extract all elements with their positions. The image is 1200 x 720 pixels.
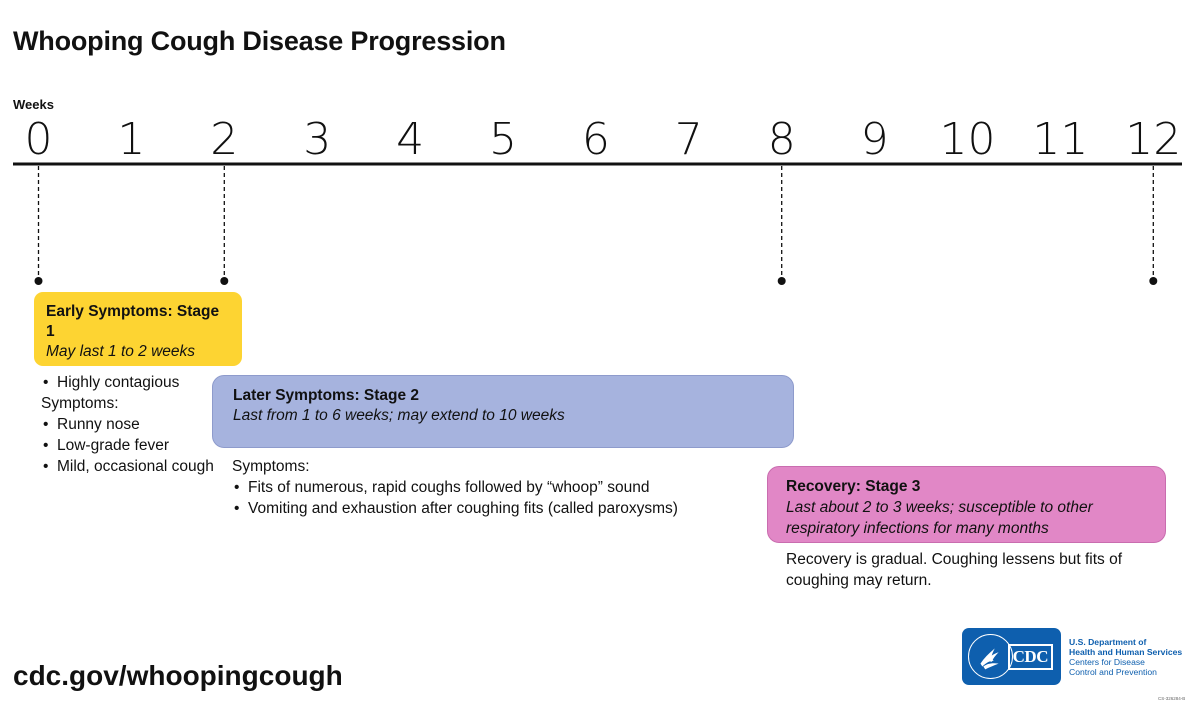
axis-label: Weeks <box>13 97 54 112</box>
list-item: Fits of numerous, rapid coughs followed … <box>232 477 752 498</box>
stage-3-duration-line-2: respiratory infections for many months <box>786 520 1049 537</box>
stage-1-duration: May last 1 to 2 weeks <box>46 343 196 360</box>
tick-label-1: 1 <box>117 114 145 165</box>
tick-label-12: 12 <box>1125 114 1181 165</box>
list-item: Low-grade fever <box>41 435 241 456</box>
list-item: Highly contagious <box>41 372 241 393</box>
tick-label-10: 10 <box>940 114 996 165</box>
tick-label-7: 7 <box>675 114 703 165</box>
cdc-wordmark: CDC <box>1007 643 1053 670</box>
stage-2-duration: Last from 1 to 6 weeks; may extend to 10… <box>233 407 565 424</box>
stage-3-duration-line-1: Last about 2 to 3 weeks; susceptible to … <box>786 499 1093 516</box>
stage-1-contagious-list: Highly contagious <box>41 372 241 393</box>
stage-1-symptom-list: Runny nose Low-grade fever Mild, occasio… <box>41 414 241 477</box>
marker-dot-week-0 <box>34 277 43 285</box>
agency-line-2: Health and Human Services <box>1069 647 1183 657</box>
tick-label-3: 3 <box>303 114 331 165</box>
cdc-logo: CDC <box>962 628 1061 685</box>
stage-1-title: Early Symptoms: Stage 1 <box>46 303 220 340</box>
marker-dot-week-2 <box>220 277 229 285</box>
document-id: CS-326284-B <box>1158 696 1186 701</box>
stage-3-note-line-1: Recovery is gradual. Coughing lessens bu… <box>786 551 1123 568</box>
stage-3-box: Recovery: Stage 3 Last about 2 to 3 week… <box>767 466 1166 543</box>
agency-line-3: Centers for Disease <box>1069 657 1145 667</box>
stage-3-title: Recovery: Stage 3 <box>786 478 921 495</box>
list-item: Vomiting and exhaustion after coughing f… <box>232 498 752 519</box>
tick-label-2: 2 <box>210 114 238 165</box>
tick-label-8: 8 <box>768 114 796 165</box>
hhs-eagle-icon <box>968 634 1013 679</box>
agency-line-1: U.S. Department of <box>1069 637 1147 647</box>
marker-dot-week-12 <box>1149 277 1158 285</box>
stage-2-box: Later Symptoms: Stage 2 Last from 1 to 6… <box>212 375 794 448</box>
stage-1-box: Early Symptoms: Stage 1 May last 1 to 2 … <box>34 292 242 366</box>
stage-1-symptoms-label: Symptoms: <box>41 395 119 412</box>
tick-label-4: 4 <box>396 114 424 165</box>
tick-label-5: 5 <box>489 114 517 165</box>
stage-2-symptoms-label: Symptoms: <box>232 458 310 475</box>
page-title: Whooping Cough Disease Progression <box>13 26 506 56</box>
stage-markers <box>34 166 1158 285</box>
agency-line-4: Control and Prevention <box>1069 667 1157 677</box>
stage-3-note-line-2: coughing may return. <box>786 572 932 589</box>
list-item: Runny nose <box>41 414 241 435</box>
marker-dot-week-8 <box>777 277 786 285</box>
tick-label-6: 6 <box>582 114 610 165</box>
tick-label-9: 9 <box>861 114 889 165</box>
stage-2-symptom-list: Fits of numerous, rapid coughs followed … <box>232 477 752 519</box>
stage-3-note: Recovery is gradual. Coughing lessens bu… <box>786 549 1166 591</box>
tick-label-0: 0 <box>25 114 53 165</box>
stage-2-details: Symptoms: Fits of numerous, rapid coughs… <box>232 456 752 519</box>
website-link[interactable]: cdc.gov/whoopingcough <box>13 660 343 691</box>
agency-name: U.S. Department of Health and Human Serv… <box>1069 637 1182 677</box>
list-item: Mild, occasional cough <box>41 456 241 477</box>
stage-2-title: Later Symptoms: Stage 2 <box>233 387 420 404</box>
tick-label-11: 11 <box>1032 114 1088 165</box>
stage-1-details: Highly contagious Symptoms: Runny nose L… <box>41 372 241 477</box>
